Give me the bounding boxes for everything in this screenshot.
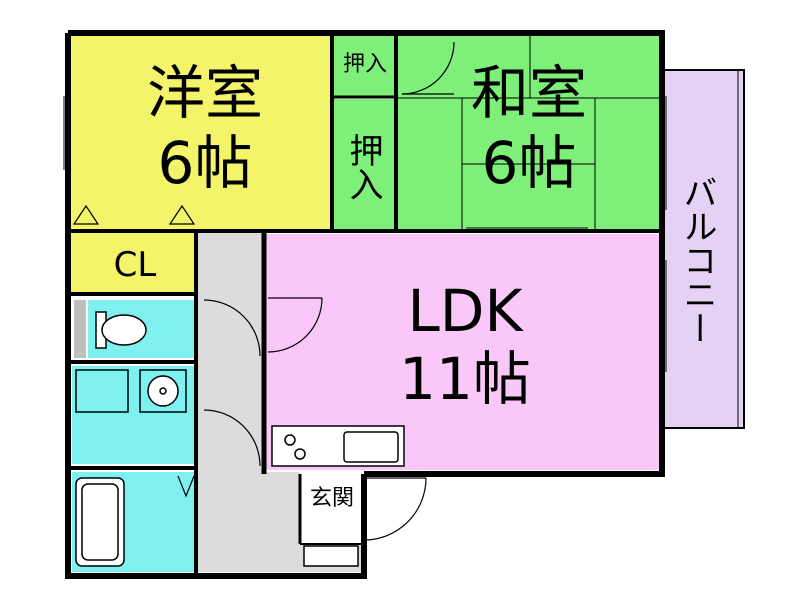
ldk-name: LDK [407,277,523,345]
oshiire-large-label: 押入 [343,133,383,201]
oshiire-small-area [334,35,396,97]
hallway-area [198,232,264,572]
entrance-area [300,474,362,544]
walls [65,30,665,579]
ldk-size: 11帖 [399,345,531,413]
entrance-label: 玄関 [309,486,354,511]
oshiire-large-area [334,99,396,230]
western-room-size: 6帖 [157,129,253,197]
western-room-area [70,35,332,230]
tatami-lines [398,35,660,230]
japanese-room-area [398,35,660,230]
western-room-name: 洋室 [146,59,263,127]
japanese-room-size: 6帖 [481,129,577,197]
balcony-area [661,69,745,429]
closet-area [70,232,196,292]
balcony-label: バルコニー [677,175,717,345]
closet-label: CL [113,245,157,285]
oshiire-small-label: 押入 [342,52,387,77]
door-swings [72,41,455,541]
windows [63,96,667,372]
fixtures [75,311,405,567]
japanese-room-name: 和室 [470,59,587,127]
